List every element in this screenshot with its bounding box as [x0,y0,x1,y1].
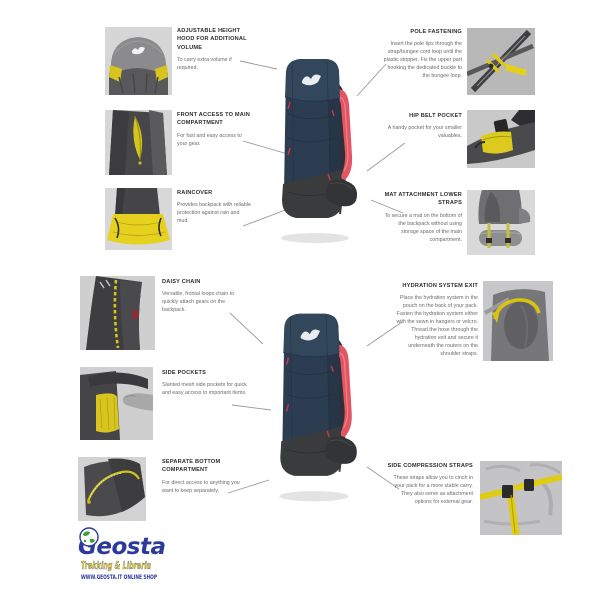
feature-description: Insert the pole tips through the strap/b… [383,41,462,80]
feature-description: Slanted mesh side pockets for quick and … [162,382,247,397]
feature-description: To secure a mat on the bottom of the bac… [384,212,462,243]
feature-title: HYDRATION SYSTEM EXIT [402,283,478,289]
hydration-exit-photo [483,281,553,361]
line-hip-belt [366,142,406,172]
feature-description: Versatile, frontal loops chain to quickl… [162,291,235,314]
geosta-logo-tagline: Trekking & Libreria [81,560,151,572]
backpack-bottom-illustration [266,306,368,506]
separate-bottom-photo [78,457,146,521]
feature-description: Provides backpack with reliable protecti… [177,202,251,225]
feature-title: POLE FASTENING [410,29,462,35]
front-access-photo [105,110,172,175]
geosta-logo: Geosta Trekking & Libreria WWW.GEOSTA.IT… [78,527,166,581]
hood-photo [105,27,172,95]
feature-description: For fast and easy access to your gear. [177,132,242,147]
feature-title: RAINCOVER [177,190,213,196]
feature-description: A handy pocket for your smaller valuable… [387,125,462,140]
feature-description: Place the hydration system in the pouch … [396,295,478,357]
pole-fastening-photo [467,28,535,95]
compression-straps-photo [480,461,562,535]
feature-title: HIP BELT POCKET [409,113,462,119]
feature-title: SIDE POCKETS [162,370,207,376]
backpack-top-illustration [268,52,368,247]
feature-title: DAISY CHAIN [162,279,201,285]
geosta-website: WWW.GEOSTA.IT ONLINE SHOP [81,573,157,581]
side-pockets-photo [80,367,153,440]
daisy-chain-photo [80,276,155,350]
hip-belt-pocket-photo [467,110,535,168]
feature-title: FRONT ACCESS TO MAIN COMPARTMENT [177,112,250,127]
raincover-photo [105,188,172,250]
globe-icon [79,527,99,547]
feature-description: For direct access to anything you want t… [162,479,240,494]
feature-description: To carry extra volume if required. [177,57,232,72]
feature-title: ADJUSTABLE HEIGHT HOOD FOR ADDITIONAL VO… [177,28,247,51]
line-daisy-chain [229,312,264,345]
feature-title: SIDE COMPRESSION STRAPS [387,463,473,469]
feature-description: These straps allow you to cinch in your … [393,475,474,506]
feature-title: MAT ATTACHMENT LOWER STRAPS [384,192,462,207]
feature-title: SEPARATE BOTTOM COMPARTMENT [162,459,221,474]
mat-attachment-photo [467,190,535,255]
